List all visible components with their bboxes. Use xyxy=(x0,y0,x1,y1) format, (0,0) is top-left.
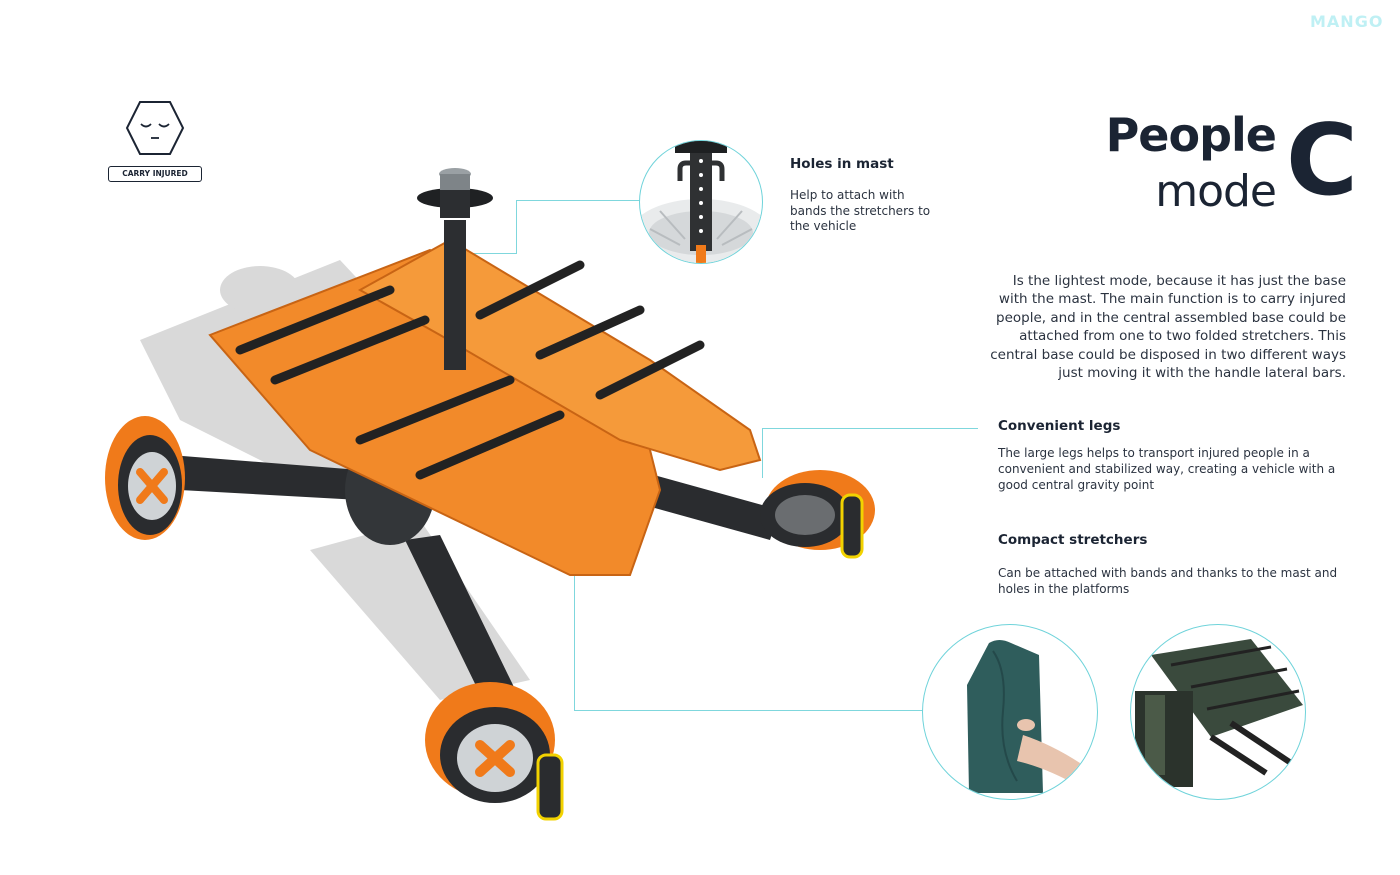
page-title-line2: mode xyxy=(1155,166,1277,217)
callout-line xyxy=(470,253,517,254)
callout-line xyxy=(516,200,640,201)
wheel xyxy=(425,682,564,821)
feature-heading: Compact stretchers xyxy=(998,532,1148,548)
callout-line xyxy=(762,428,763,478)
callout-line xyxy=(574,710,924,711)
feature-text: Help to attach with bands the stretchers… xyxy=(790,188,931,233)
mast-detail-image xyxy=(639,140,763,264)
folded-stretcher-bag-image xyxy=(922,624,1098,800)
vehicle-people-mode-illustration xyxy=(105,168,875,821)
badge-label: CARRY INJURED xyxy=(108,166,202,182)
callout-line xyxy=(574,570,575,711)
wheel xyxy=(105,416,185,540)
callout-line xyxy=(516,200,517,254)
feature-heading: Holes in mast xyxy=(790,156,894,172)
feature-text: The large legs helps to transport injure… xyxy=(998,446,1336,492)
mode-letter: C xyxy=(1286,104,1358,218)
callout-line xyxy=(762,428,978,429)
feature-text: Can be attached with bands and thanks to… xyxy=(998,566,1338,596)
mode-description: Is the lightest mode, because it has jus… xyxy=(990,273,1346,382)
sleeping-face-hexagon-icon xyxy=(125,101,185,155)
wheel xyxy=(760,470,875,559)
stretcher-image xyxy=(1130,624,1306,800)
feature-heading: Convenient legs xyxy=(998,418,1121,434)
page-title-line1: People xyxy=(1105,108,1277,162)
brand-logo: MANGO xyxy=(1310,12,1384,31)
